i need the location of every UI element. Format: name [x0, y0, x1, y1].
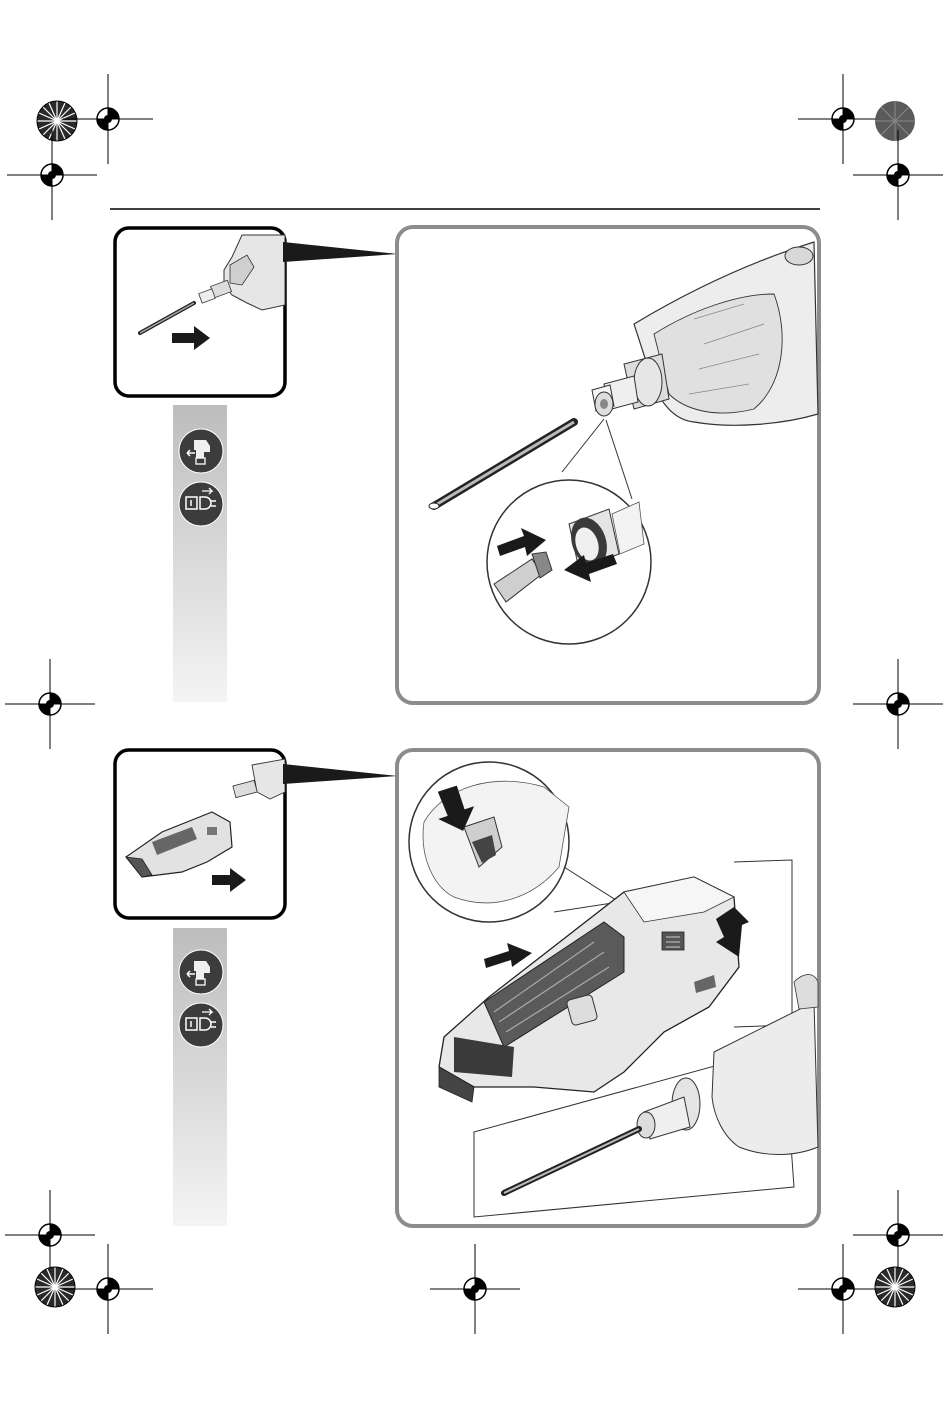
battery-remove-icon: [178, 428, 224, 474]
step-2-main-panel: [394, 747, 824, 1229]
registration-starburst-icon: [875, 1267, 915, 1307]
step-1-connector: [283, 240, 403, 270]
step-1-main-panel: [394, 224, 824, 706]
step-2-connector: [283, 762, 403, 792]
registration-crosshair-icon: [63, 1244, 153, 1334]
step-1-section: [0, 0, 950, 720]
step-1-thumbnail: [112, 225, 292, 405]
step-2-section: [0, 720, 950, 1240]
switch-off-icon: [178, 481, 224, 527]
battery-remove-icon: [178, 949, 224, 995]
registration-starburst-icon: [35, 1267, 75, 1307]
step-2-thumbnail: [112, 747, 292, 927]
switch-off-icon: [178, 1002, 224, 1048]
registration-crosshair-icon: [430, 1244, 520, 1334]
registration-crosshair-icon: [798, 1244, 888, 1334]
